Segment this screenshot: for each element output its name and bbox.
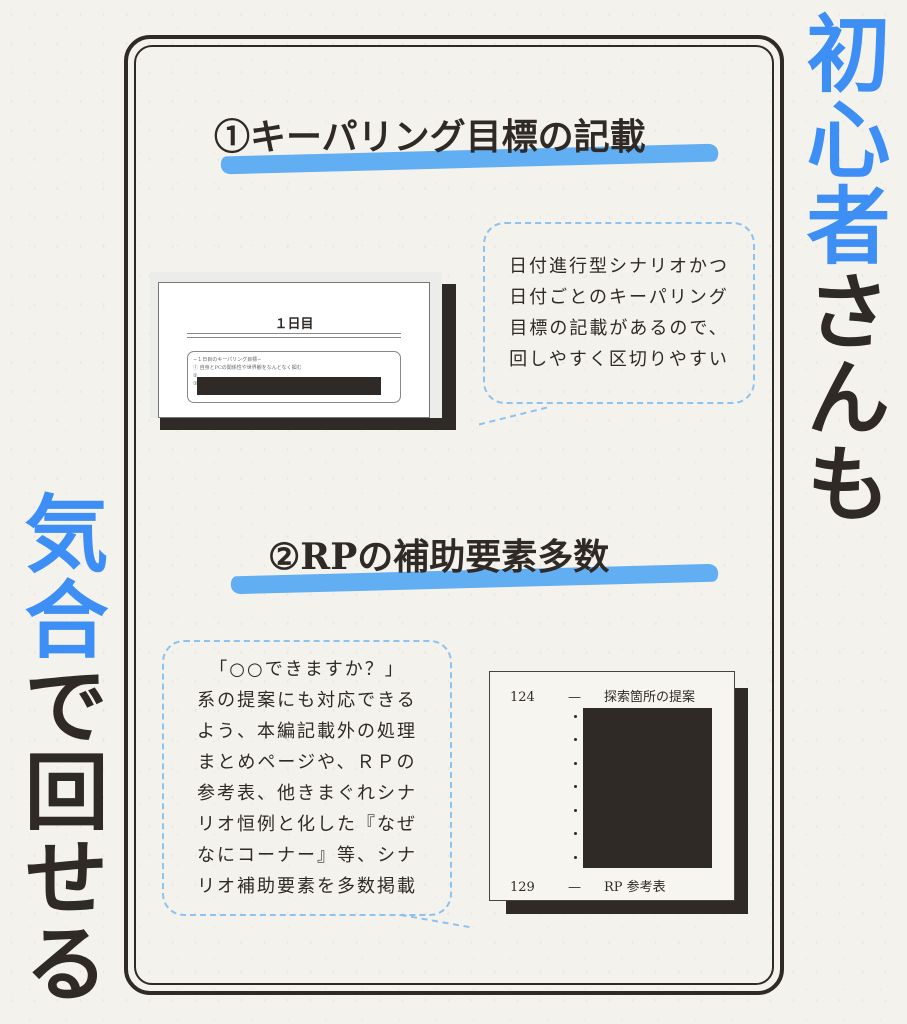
outer-frame bbox=[124, 35, 784, 995]
speech-bubble-2: 「○○できますか？」 系の提案にも対応できる よう、本編記載外の処理 まとめペー… bbox=[162, 640, 452, 916]
bullet-dot bbox=[574, 832, 577, 835]
section-1-heading: ①キーパリング目標の記載 bbox=[214, 116, 646, 158]
doc-1-preview: １日目 −１日目のキーパリング目標− ① 自身とPCの関係性や世界観をなんとなく… bbox=[158, 282, 430, 418]
toc-row: 129 — RP 参考表 bbox=[510, 876, 666, 895]
doc-1-rule bbox=[187, 333, 401, 338]
bullet-dot bbox=[574, 762, 577, 765]
doc-1-item: ② bbox=[193, 373, 198, 379]
toc-row: 124 — 探索箇所の提案 bbox=[510, 686, 695, 705]
bullet-dot bbox=[574, 785, 577, 788]
doc-1-redaction bbox=[197, 377, 381, 395]
doc-1-goal-box: −１日目のキーパリング目標− ① 自身とPCの関係性や世界観をなんとなく掴む ②… bbox=[187, 351, 401, 403]
tagline-right: 初心者さんも bbox=[793, 10, 892, 526]
bullet-dot bbox=[574, 738, 577, 741]
doc-1-box-heading: −１日目のキーパリング目標− bbox=[193, 357, 262, 363]
doc-2-redaction bbox=[583, 708, 712, 868]
toc-dash: — bbox=[568, 690, 581, 705]
toc-page: 124 bbox=[510, 690, 535, 705]
doc-1-item: ① 自身とPCの関係性や世界観をなんとなく掴む bbox=[193, 365, 302, 371]
bubble-1-text: 日付進行型シナリオかつ 日付ごとのキーパリング 目標の記載があるので、 回しやす… bbox=[509, 256, 729, 370]
doc-1-item: ③ bbox=[193, 381, 198, 387]
speech-bubble-1: 日付進行型シナリオかつ 日付ごとのキーパリング 目標の記載があるので、 回しやす… bbox=[483, 222, 755, 404]
toc-page: 129 bbox=[510, 880, 535, 895]
bullet-dot bbox=[574, 715, 577, 718]
toc-label: 探索箇所の提案 bbox=[604, 690, 696, 705]
bullet-dot bbox=[574, 856, 577, 859]
toc-label: RP 参考表 bbox=[604, 880, 666, 895]
inner-frame bbox=[134, 45, 774, 985]
doc-1-title: １日目 bbox=[274, 317, 314, 332]
tagline-left: 気合で回せる bbox=[11, 490, 110, 1006]
doc-2-preview: 124 — 探索箇所の提案 129 — RP 参考表 bbox=[489, 671, 735, 901]
section-2-heading: ②RPの補助要素多数 bbox=[268, 536, 610, 578]
tagline-right-rest: さんも bbox=[793, 268, 892, 526]
tagline-right-highlight: 初心者 bbox=[793, 10, 892, 268]
toc-dash: — bbox=[568, 880, 581, 895]
tagline-left-highlight: 気合 bbox=[11, 490, 110, 662]
bubble-2-text: 「○○できますか？」 系の提案にも対応できる よう、本編記載外の処理 まとめペー… bbox=[197, 659, 417, 897]
bullet-dot bbox=[574, 809, 577, 812]
tagline-left-rest: で回せる bbox=[11, 662, 110, 1006]
